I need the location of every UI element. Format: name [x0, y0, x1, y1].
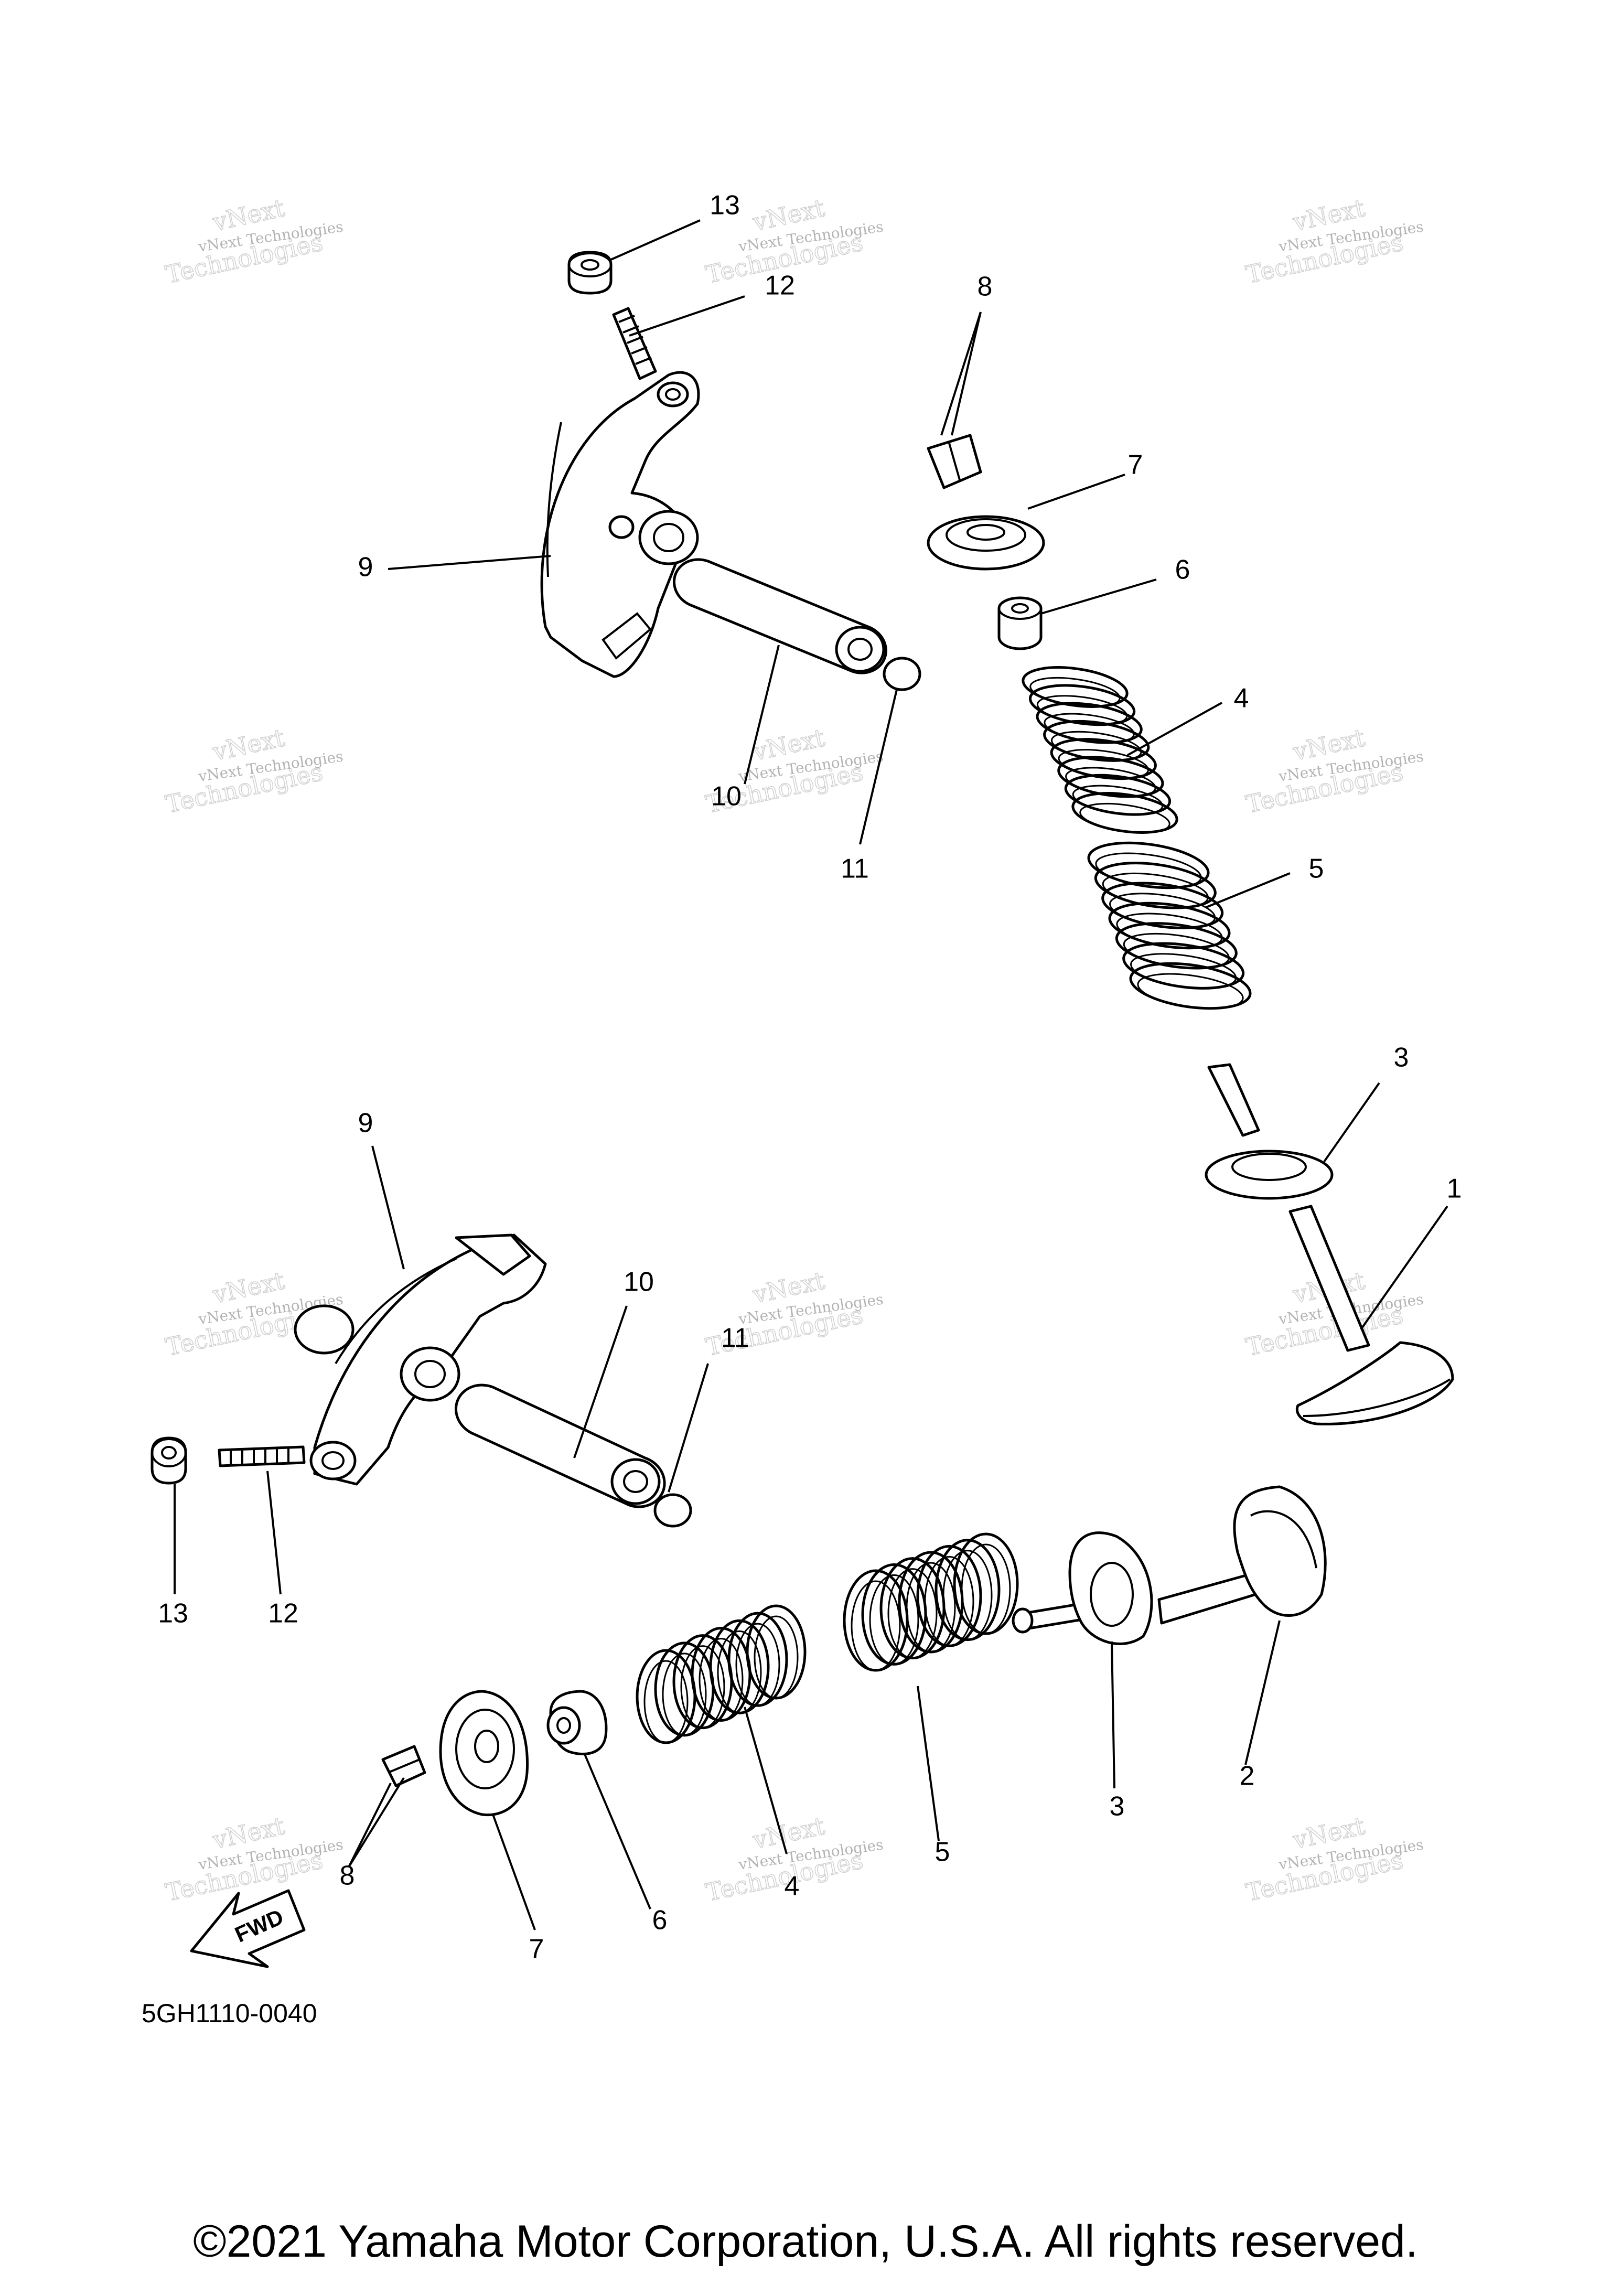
valve-seat-3-upper [1205, 1063, 1334, 1200]
o-ring-11-lower [653, 1493, 692, 1528]
spring-coil [636, 1649, 696, 1744]
spring-coil-inner [1029, 677, 1121, 707]
spring-coil-inner [942, 1550, 993, 1641]
valve-stem-seal-6-upper [997, 596, 1043, 650]
spring-coil-inner [1036, 695, 1128, 726]
spring-retainer-7-upper [927, 515, 1045, 571]
callout-5-lower: 5 [935, 1837, 950, 1868]
callout-7-upper: 7 [1128, 450, 1143, 480]
callout-11-lower: 11 [721, 1323, 749, 1354]
callout-3-upper: 3 [1394, 1043, 1409, 1073]
upper-assembly [388, 219, 1454, 1425]
callout-9-upper: 9 [358, 552, 373, 583]
spring-coil-inner [906, 1562, 956, 1653]
callout-5-upper: 5 [1309, 854, 1324, 884]
adjusting-screw-12-upper [612, 307, 657, 380]
callout-13-upper: 13 [710, 190, 740, 221]
inner-spring-4-lower [636, 1604, 807, 1744]
callout-1-upper: 1 [1447, 1174, 1462, 1204]
valve-1-upper [1288, 1205, 1454, 1425]
valve-seat-3-lower [1012, 1531, 1153, 1645]
spring-coil-inner [754, 1615, 799, 1699]
callout-4-lower: 4 [785, 1871, 800, 1902]
adjusting-screw-12-lower [218, 1445, 306, 1467]
spring-retainer-7-lower [439, 1690, 529, 1817]
spring-coil-inner [1137, 973, 1244, 1010]
forward-arrow-icon: FWD [190, 1889, 306, 1968]
outer-spring-5-lower [843, 1532, 1019, 1672]
rocker-shaft-10-lower [454, 1383, 666, 1508]
callout-4-upper: 4 [1234, 683, 1249, 714]
spring-coil-inner [1065, 767, 1156, 798]
callout-2-lower: 2 [1240, 1761, 1255, 1791]
callout-7-lower: 7 [529, 1934, 544, 1965]
inner-spring-4-upper [1022, 666, 1178, 834]
callout-6-upper: 6 [1175, 555, 1190, 585]
rocker-arm-9-lower [294, 1233, 547, 1486]
callout-6-lower: 6 [652, 1905, 668, 1936]
callout-10-lower: 10 [624, 1267, 654, 1297]
locknut-13-lower [151, 1436, 187, 1485]
callout-11-upper: 11 [841, 854, 869, 884]
lower-assembly: FWD [151, 1145, 1327, 1968]
callout-3-lower: 3 [1110, 1791, 1125, 1822]
o-ring-11-upper [883, 657, 921, 691]
spring-coil-inner [1050, 731, 1142, 761]
callout-9-lower: 9 [358, 1108, 373, 1139]
spring-coil-inner [680, 1645, 725, 1729]
outer-spring-5-upper [1087, 841, 1252, 1010]
spring-coil-inner [851, 1580, 901, 1671]
valve-2-lower [1157, 1485, 1327, 1625]
callout-13-lower: 13 [158, 1598, 188, 1629]
callout-labels-lower: 9 10 11 13 12 2 3 5 6 4 8 7 [158, 1108, 1254, 1965]
spring-coil-inner [887, 1568, 938, 1659]
callout-12-upper: 12 [765, 271, 795, 301]
spring-coil-inner [643, 1660, 689, 1744]
spring-coil-inner [717, 1630, 762, 1714]
locknut-13-upper [567, 251, 613, 295]
spring-coil-inner [699, 1638, 744, 1721]
rocker-arm-9-upper [540, 371, 700, 678]
callout-12-lower: 12 [268, 1598, 298, 1629]
callout-8-lower: 8 [340, 1861, 355, 1891]
valve-cotter-8-lower [381, 1745, 426, 1787]
diagram-code: 5GH1110-0040 [142, 1999, 317, 2028]
copyright-notice: ©2021 Yamaha Motor Corporation, U.S.A. A… [193, 2216, 1418, 2267]
spring-coil-inner [961, 1543, 1011, 1635]
spring-coil-inner [1044, 713, 1135, 744]
spring-coil-inner [735, 1623, 780, 1707]
callout-8-upper: 8 [978, 272, 993, 302]
valve-cotter-8-upper [927, 434, 982, 489]
spring-coil-inner [1079, 803, 1170, 833]
valve-stem-seal-6-lower [546, 1690, 608, 1756]
spring-coil-inner [1072, 785, 1164, 816]
rocker-shaft-10-upper [672, 558, 888, 674]
callout-10-upper: 10 [711, 781, 742, 812]
callout-labels-upper: 13 12 8 7 9 6 4 10 11 5 3 1 [358, 190, 1462, 1204]
spring-coil-inner [869, 1574, 919, 1665]
spring-coil-inner [924, 1555, 974, 1647]
spring-coil-inner [1058, 749, 1150, 780]
spring-coil-inner [662, 1653, 707, 1736]
